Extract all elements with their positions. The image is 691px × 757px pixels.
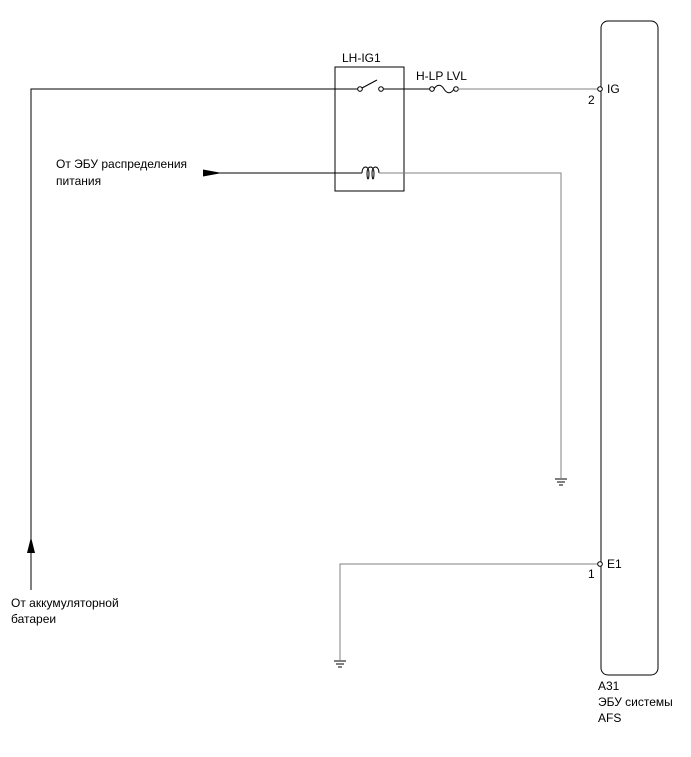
pin-ig-label: IG — [607, 82, 620, 96]
pin-e1-label: E1 — [607, 557, 622, 571]
ecu-name-line2: AFS — [598, 711, 621, 725]
relay-coil-icon — [361, 166, 380, 180]
fuse-icon — [433, 84, 455, 94]
fuse-terminal-right — [453, 86, 459, 92]
ecu-name-line1: ЭБУ системы — [598, 695, 673, 709]
battery-arrow-icon — [27, 537, 35, 553]
fuse-terminal-left — [429, 86, 435, 92]
pin-e1-number: 1 — [588, 567, 595, 581]
pin-e1-terminal — [597, 561, 603, 567]
pin-ig-terminal — [597, 86, 603, 92]
relay-switch-blade — [361, 79, 378, 89]
e1-ground-wire — [339, 563, 598, 660]
relay-label: LH-IG1 — [342, 51, 381, 65]
battery-source-label-line2: батареи — [11, 612, 56, 626]
battery-source-label-line1: От аккумуляторной — [11, 596, 119, 610]
ecu-power-source-label-line2: питания — [56, 174, 101, 188]
pin-ig-number: 2 — [588, 93, 595, 107]
ecu-connector-label: A31 — [598, 679, 620, 693]
relay-switch-contact-left — [357, 86, 363, 92]
fuse-label: H-LP LVL — [416, 69, 467, 83]
ground-icon — [555, 478, 567, 486]
relay-box — [334, 66, 405, 192]
ecu-power-source-label-line1: От ЭБУ распределения — [56, 157, 187, 171]
ecu-block — [600, 20, 659, 676]
coil-ground-wire — [379, 172, 562, 478]
battery-feed-wire — [30, 88, 358, 590]
ground-icon — [334, 660, 346, 668]
relay-switch-contact-right — [378, 86, 384, 92]
coil-feed-arrow-icon — [203, 169, 222, 177]
